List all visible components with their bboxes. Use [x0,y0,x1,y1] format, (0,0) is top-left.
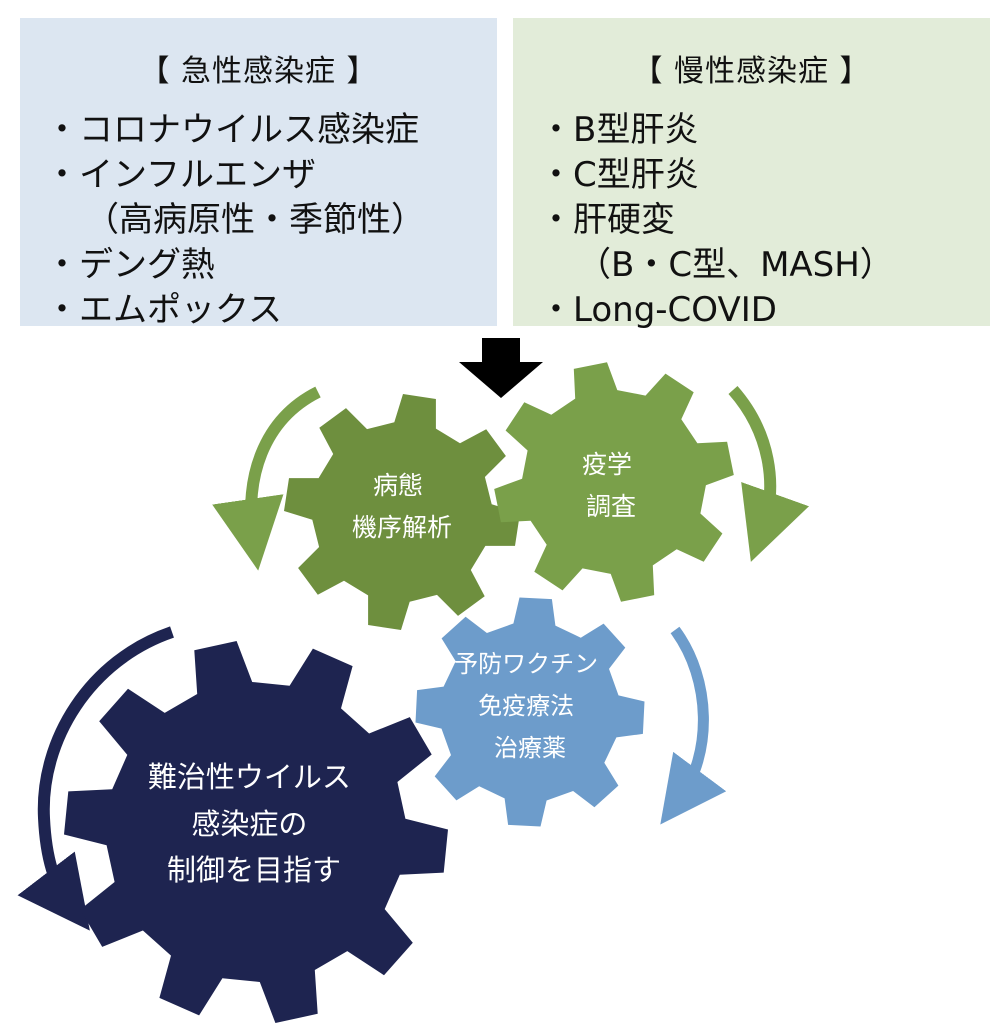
list-item: （B・C型、MASH） [577,245,894,285]
list-item: ・エムポックス [45,290,282,330]
list-item: ・C型肝炎 [539,155,699,195]
gear-prevention-label: 予防ワクチン 免疫療法 治療薬 [454,650,606,762]
gear-pathology [284,394,520,630]
chronic-infections-box: 【 慢性感染症 】 ・B型肝炎 ・C型肝炎 ・肝硬変 （B・C型、MASH） ・… [513,18,990,330]
chronic-infections-title: 【 慢性感染症 】 [632,54,871,89]
acute-infections-title: 【 急性感染症 】 [139,54,378,89]
gear-prevention [415,597,645,827]
navy-rotation-arrow [17,626,174,931]
list-item: （高病原性・季節性） [85,200,425,240]
acute-infections-list: ・コロナウイルス感染症 ・インフルエンザ （高病原性・季節性） ・デング熱 ・エ… [45,108,425,333]
blue-rotation-arrow [660,626,727,825]
gear-goal [64,641,448,1023]
gear-pathology-label: 病態 機序解析 [352,471,452,542]
list-item: ・B型肝炎 [539,110,699,150]
list-item: ・デング熱 [45,245,215,285]
list-item: ・Long-COVID [539,290,777,330]
gear-goal-label: 難治性ウイルス 感染症の 制御を目指す [148,760,360,887]
acute-infections-box: 【 急性感染症 】 ・コロナウイルス感染症 ・インフルエンザ （高病原性・季節性… [20,18,497,330]
green-rotation-arrow-left [212,386,321,571]
gear-epidemiology [494,362,734,602]
gear-epidemiology-label: 疫学 調査 [582,450,640,521]
list-item: ・肝硬変 [539,200,675,240]
chronic-infections-list: ・B型肝炎 ・C型肝炎 ・肝硬変 （B・C型、MASH） ・Long-COVID [539,108,894,333]
list-item: ・コロナウイルス感染症 [45,110,419,150]
list-item: ・インフルエンザ [45,155,316,195]
down-arrow-icon [459,338,543,398]
green-rotation-arrow-right [728,386,809,562]
